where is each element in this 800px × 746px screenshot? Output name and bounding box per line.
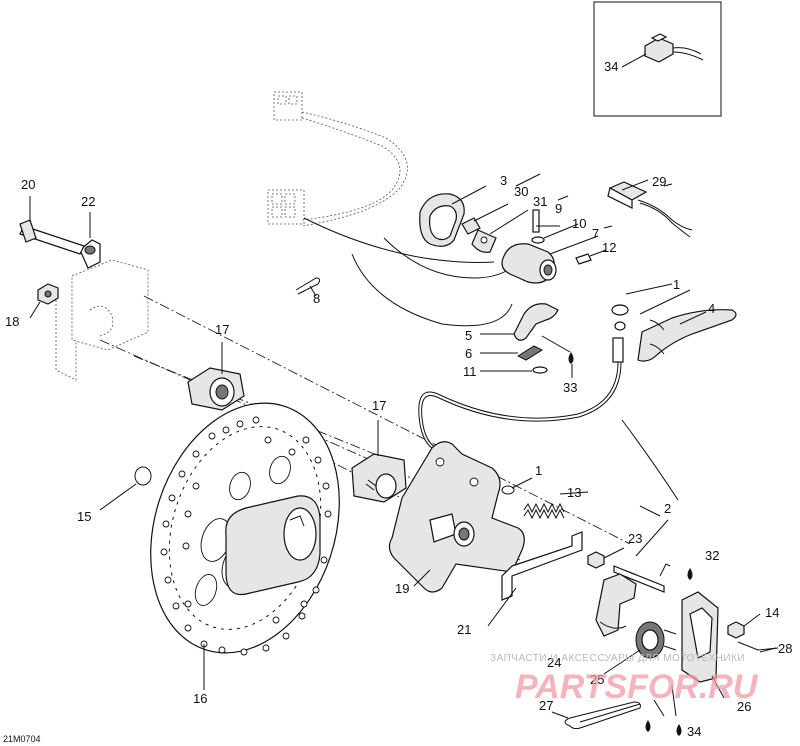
part-34-sensor-illustration [644,33,704,63]
callout-20: 20 [21,177,35,192]
callout-17-lower: 17 [372,398,386,413]
callout-31: 31 [533,194,547,209]
callout-6: 6 [465,346,472,361]
part-29-switch [607,179,693,238]
part-8-cotter-pin [295,277,321,297]
part-16-brake-disc [150,402,340,656]
caliper-mount-bracket [19,196,149,381]
watermark-logo-text: PARTSFOR.RU [515,668,759,706]
callout-1-upper: 1 [673,277,680,292]
callout-26: 26 [737,699,751,714]
diagram-code: 21M0704 [3,734,41,744]
handle-parts-cluster [419,185,607,284]
callout-15: 15 [77,509,91,524]
inset-box: 34 [593,1,722,117]
drop-icon [645,720,651,732]
part-2-brake-cable [418,337,679,501]
callout-4: 4 [708,301,715,316]
callout-21: 21 [457,622,471,637]
part-23-nut [587,547,693,593]
callout-34-inset: 34 [604,59,618,74]
part-19-caliper [388,441,525,593]
callout-33: 33 [563,380,577,395]
lubricant-drop-icons [645,720,682,736]
callout-1-lower: 1 [535,463,542,478]
callout-18: 18 [5,314,19,329]
callout-8: 8 [313,291,320,306]
callout-9: 9 [555,201,562,216]
watermark-tagline: ЗАПЧАСТИ И АКСЕССУАРЫ ДЛЯ МОТОТЕХНИКИ [490,653,745,664]
part-27-retaining-pin [551,685,677,730]
callout-32: 32 [705,548,719,563]
callout-labels: 20 22 18 17 17 15 16 19 21 3 30 31 9 10 … [5,173,792,739]
callout-10: 10 [572,216,586,231]
part-15-o-ring [99,466,152,511]
part-4-brake-lever [611,289,737,362]
watermark: ЗАПЧАСТИ И АКСЕССУАРЫ ДЛЯ МОТОТЕХНИКИ PA… [490,653,759,706]
callout-3: 3 [500,173,507,188]
callout-13: 13 [567,485,581,500]
callout-7: 7 [592,226,599,241]
lever-parts [480,303,574,378]
callout-27: 27 [539,698,553,713]
callout-14: 14 [765,605,779,620]
wiring-harness [267,91,513,327]
callout-24: 24 [547,655,561,670]
callout-22: 22 [81,194,95,209]
callout-34-lower: 34 [687,724,701,739]
callout-19: 19 [395,581,409,596]
drop-icon [676,724,682,736]
part-17-bushings [187,342,407,503]
callout-23: 23 [628,531,642,546]
brake-pads-and-adjuster [595,573,779,699]
callout-28: 28 [778,641,792,656]
callout-29: 29 [652,174,666,189]
callout-2: 2 [664,501,671,516]
callout-25: 25 [590,672,604,687]
callout-5: 5 [465,328,472,343]
part-21-bracket [487,531,583,627]
disc-vent-holes [160,416,332,656]
callout-30: 30 [514,184,528,199]
callout-12: 12 [602,240,616,255]
callout-11: 11 [463,364,477,379]
callout-leaders [203,173,673,690]
callout-16: 16 [193,691,207,706]
callout-17-upper: 17 [215,322,229,337]
part-13-spring [501,477,589,520]
